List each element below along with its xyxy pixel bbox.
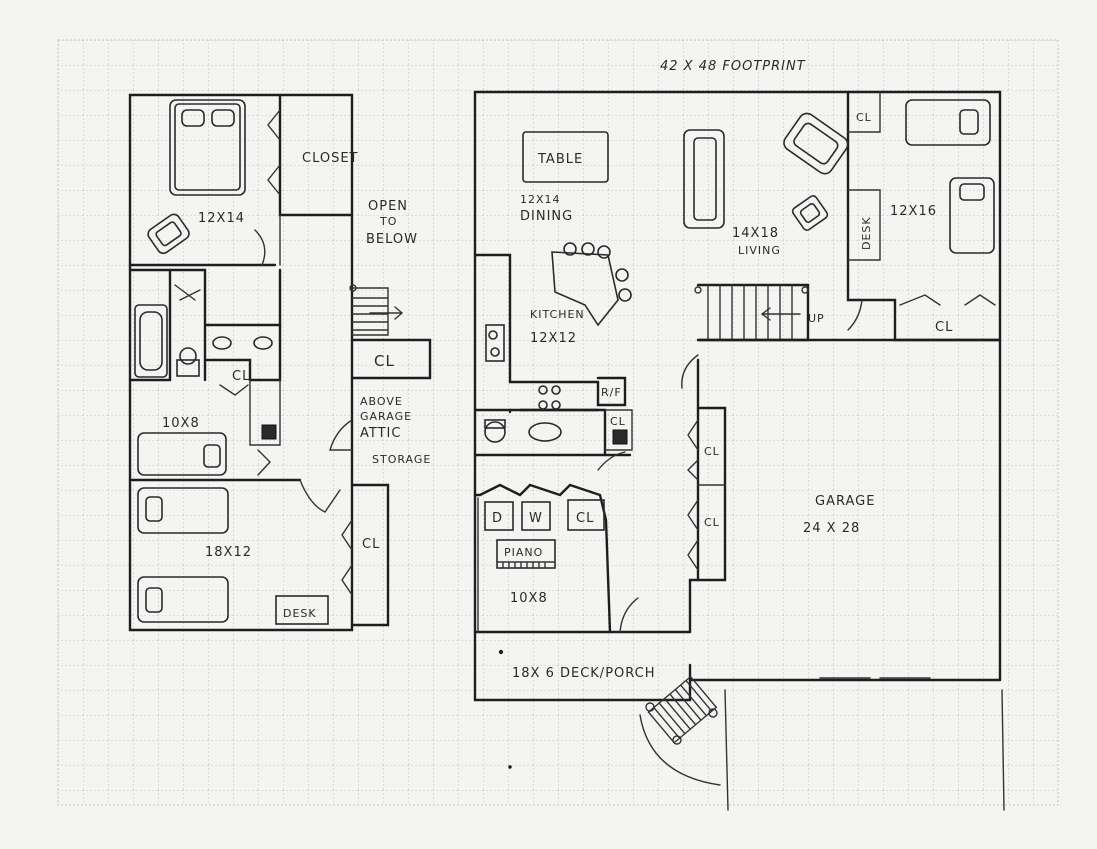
closet-label: CLOSET [302, 151, 359, 166]
upper-floor-plan [128, 93, 432, 632]
dryer-label: D [492, 511, 503, 526]
dining-size-label: 12X14 [520, 193, 561, 206]
garage-cl1-label: CL [704, 445, 720, 458]
deck-porch-label: 18X 6 DECK/PORCH [512, 666, 656, 681]
living-size-label: 14X18 [732, 226, 779, 241]
fridge-label: R/F [601, 386, 622, 399]
washer-label: W [529, 511, 543, 526]
bedroom-cl-label: CL [935, 320, 953, 335]
garage-cl2-label: CL [704, 516, 720, 529]
main-floor-plan [473, 90, 1005, 811]
attic-label-2: GARAGE [360, 410, 412, 423]
upper-desk-label: DESK [283, 607, 317, 620]
garage-label: GARAGE [815, 494, 875, 509]
kitchen-size-label: 12X12 [530, 331, 577, 346]
laundry-cl2-label: CL [576, 511, 594, 526]
bedroom-cl-top-label: CL [856, 111, 872, 124]
footprint-title: 42 X 48 FOOTPRINT [660, 59, 806, 74]
bedroom-18x12-label: 18X12 [205, 545, 252, 560]
bath-cl-label: CL [232, 369, 250, 384]
stairs-up-label: UP [808, 312, 825, 325]
table-label: TABLE [537, 152, 583, 167]
kitchen-label: KITCHEN [530, 308, 585, 321]
open-to-below-label-1: OPEN [368, 199, 408, 214]
main-bedroom-size-label: 12X16 [890, 204, 937, 219]
upper-cl-label: CL [374, 352, 395, 370]
dining-label: DINING [520, 209, 573, 224]
open-to-below-label-2: TO [379, 215, 397, 228]
attic-label-3: ATTIC [360, 426, 401, 441]
living-label: LIVING [738, 244, 781, 257]
open-to-below-label-3: BELOW [366, 232, 418, 247]
main-room-size-label: 10X8 [510, 591, 548, 606]
upper-right-cl-label: CL [362, 537, 380, 552]
laundry-cl-label: CL [610, 415, 626, 428]
attic-label-1: ABOVE [360, 395, 403, 408]
piano-label: PIANO [504, 546, 543, 559]
main-desk-label: DESK [860, 216, 873, 250]
bedroom-12x14-label: 12X14 [198, 211, 245, 226]
bedroom-10x8-label: 10X8 [162, 416, 200, 431]
attic-label-4: STORAGE [372, 453, 431, 466]
garage-size-label: 24 X 28 [803, 521, 860, 536]
